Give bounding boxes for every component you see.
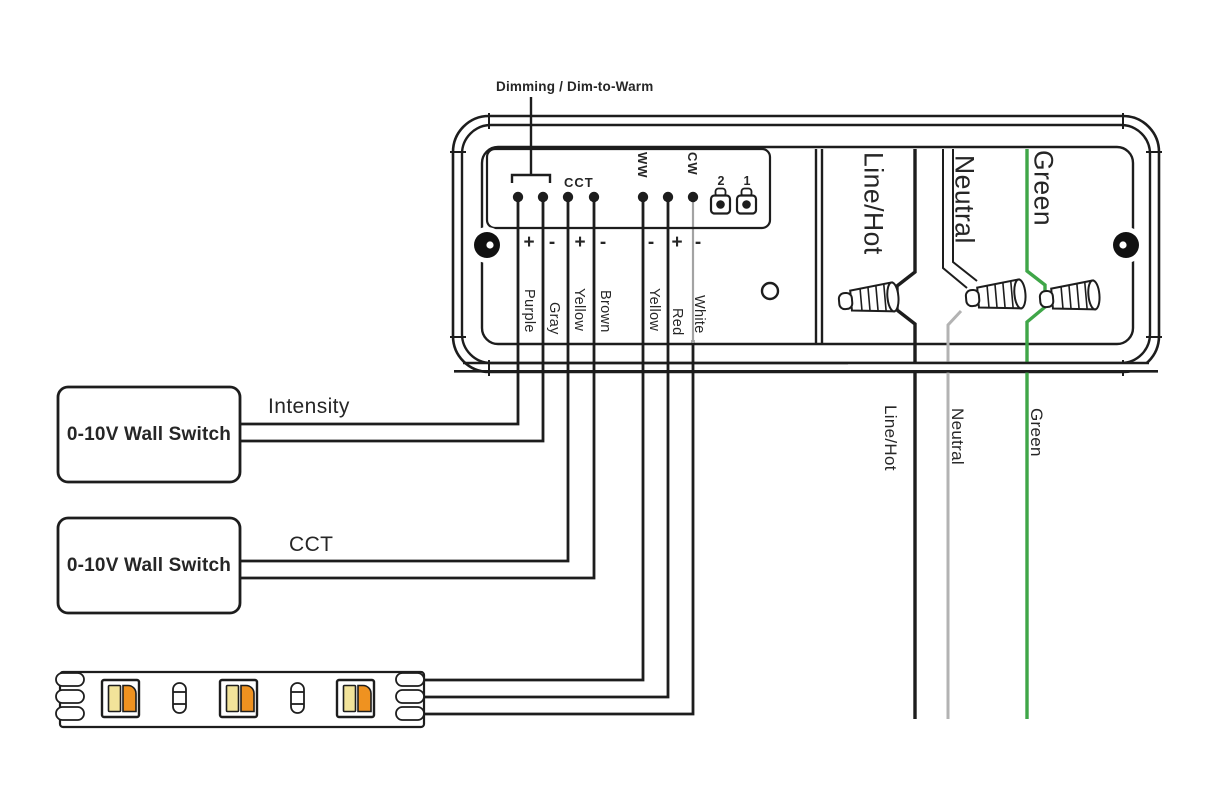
mounting-holes	[469, 227, 1144, 263]
terminal-sign-3: +	[574, 232, 586, 253]
case-bottom-band	[454, 361, 1158, 373]
terminal-sign-4: -	[599, 232, 607, 253]
dimming-label: Dimming / Dim-to-Warm	[496, 79, 654, 94]
wire-nut-line	[837, 281, 900, 313]
wall-switch-boxes	[56, 385, 242, 615]
jumper-icon-1	[735, 187, 758, 215]
compartment-divider	[814, 149, 824, 343]
jumper-1-label: 1	[743, 174, 751, 188]
output-wire-label-line: Line/Hot	[881, 405, 900, 471]
terminal-sign-1: +	[523, 232, 535, 253]
wire-nuts	[837, 278, 1101, 313]
led-resistor-1	[172, 682, 187, 714]
wire-label-yellow-2: Yellow	[646, 288, 662, 332]
wire-label-gray: Gray	[546, 302, 562, 335]
compartment-label-neutral: Neutral	[949, 155, 980, 244]
terminal-box	[485, 147, 772, 230]
wire-yellow-ww	[422, 197, 645, 682]
led-chip-1	[100, 678, 141, 719]
wall-switch-intensity-label: 0-10V Wall Switch	[66, 424, 232, 445]
wall-switch-box-intensity	[56, 385, 242, 484]
wire-white-lower	[422, 340, 695, 716]
status-led-hole	[760, 281, 780, 301]
jumper-icon-2	[709, 187, 732, 215]
jumper-2-label: 2	[717, 174, 725, 188]
terminal-sign-2: -	[548, 232, 556, 253]
led-strip-pads-right	[395, 672, 425, 721]
output-wire-label-neutral: Neutral	[948, 408, 967, 465]
wire-nut-neutral	[964, 278, 1027, 310]
terminal-dots	[512, 191, 699, 203]
led-strip-pads-left	[55, 672, 85, 721]
intensity-wire-label: Intensity	[268, 395, 350, 418]
wire-label-purple: Purple	[521, 289, 537, 333]
wire-label-white: White	[691, 295, 707, 334]
wire-nut-ground	[1038, 279, 1101, 311]
wire-brown	[240, 197, 596, 580]
output-wire-label-green: Green	[1027, 408, 1046, 457]
wire-label-red: Red	[669, 308, 685, 336]
terminal-sign-6: +	[671, 232, 683, 253]
cw-terminal-label: CW	[685, 152, 700, 176]
terminal-sign-5: -	[647, 232, 655, 253]
terminal-sign-7: -	[694, 232, 702, 253]
case-seam-ticks	[450, 113, 1162, 376]
ww-terminal-label: WW	[635, 152, 650, 179]
led-strip	[55, 670, 426, 729]
led-resistor-2	[290, 682, 305, 714]
led-chip-2	[218, 678, 259, 719]
wire-neutral-white-sleeve	[942, 149, 978, 289]
wire-gray	[240, 197, 545, 443]
wall-switch-cct-label: 0-10V Wall Switch	[66, 555, 232, 576]
wire-yellow-cct	[240, 197, 570, 563]
compartment-label-green: Green	[1028, 150, 1059, 227]
signal-wires	[240, 197, 695, 716]
wire-label-yellow-1: Yellow	[571, 288, 587, 332]
compartment-label-line: Line/Hot	[858, 152, 889, 255]
wire-neutral-gray	[946, 309, 963, 719]
led-chip-3	[335, 678, 376, 719]
dimming-bracket	[510, 173, 552, 183]
wall-switch-box-cct	[56, 516, 242, 615]
terminal-block	[485, 97, 824, 343]
cct-terminal-label: CCT	[564, 175, 594, 190]
wire-purple	[240, 197, 520, 426]
wire-label-brown: Brown	[597, 290, 613, 333]
cct-wire-label: CCT	[289, 533, 334, 556]
